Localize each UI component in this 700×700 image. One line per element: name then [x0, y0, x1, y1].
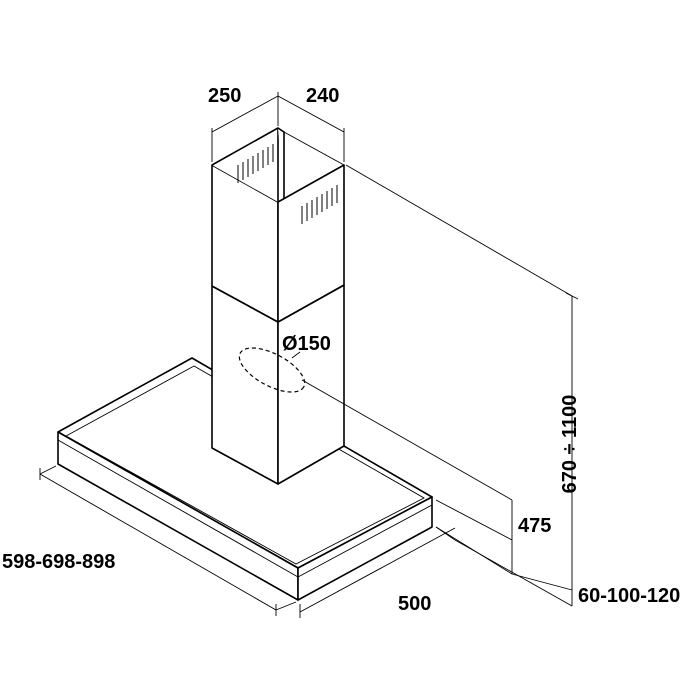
canopy-rim-inner — [65, 365, 425, 565]
label-canopy-width: 598-698-898 — [2, 551, 115, 573]
back-vent-slots — [237, 144, 274, 183]
chimney-top-back-right — [277, 127, 285, 198]
duct-leader-line — [291, 351, 301, 359]
dimension-lines — [39, 92, 579, 618]
duct-outlet — [238, 347, 306, 393]
canopy-right-edge-detail — [297, 504, 433, 578]
label-canopy-thickness: 60-100-120 — [578, 585, 680, 607]
label-total-height: 670 ÷ 1100 — [559, 395, 581, 494]
label-chimney-depth: 250 — [208, 85, 241, 107]
label-duct-diameter: Ø150 — [282, 333, 331, 355]
canopy-front-edge-detail — [57, 439, 299, 578]
label-canopy-depth: 500 — [398, 593, 431, 615]
label-canopy-height: 475 — [518, 515, 551, 537]
chimney — [211, 127, 345, 485]
chimney-top-edge — [283, 131, 345, 166]
label-chimney-width: 240 — [306, 85, 339, 107]
side-vent-slots — [301, 185, 338, 224]
